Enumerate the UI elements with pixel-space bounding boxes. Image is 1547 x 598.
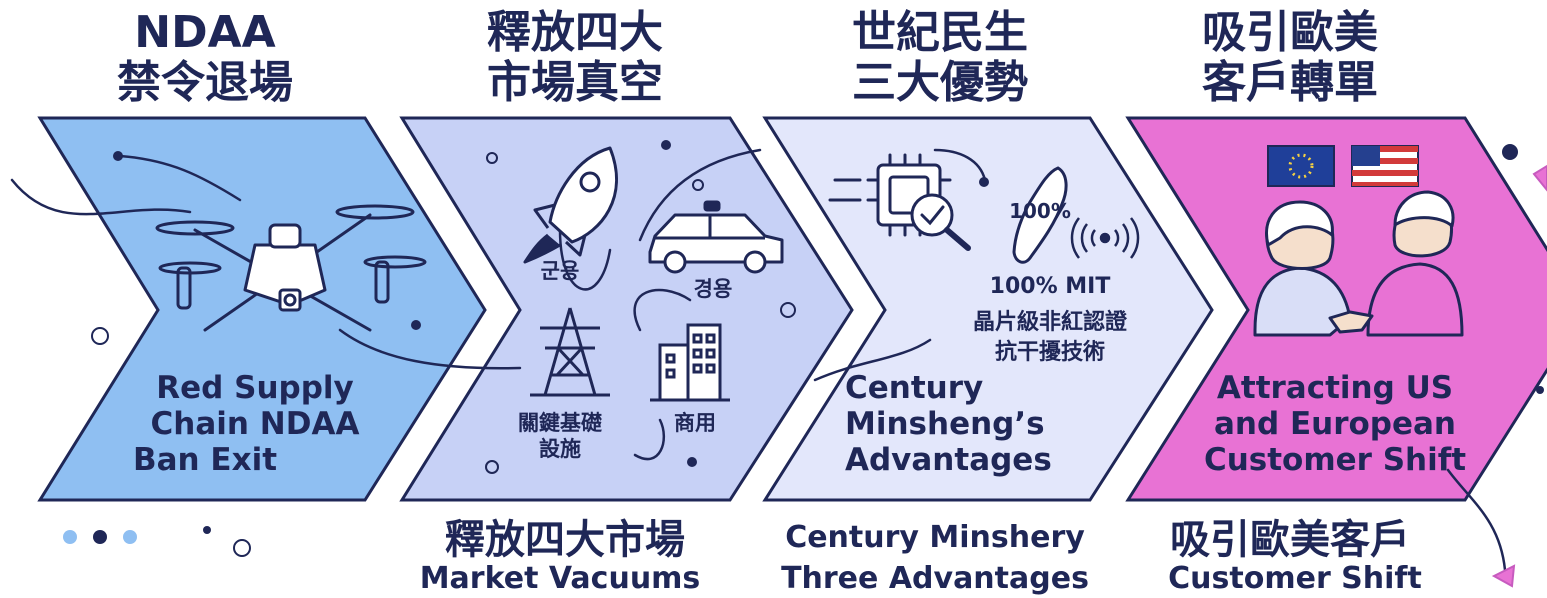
stage-4-title-line: 吸引歐美: [1202, 7, 1378, 58]
connector-line: [638, 148, 762, 242]
drone-icon: [155, 204, 427, 332]
stage-3-title-line: 世紀民生: [852, 7, 1028, 58]
dot: [411, 320, 421, 330]
map-label: 100%: [1009, 199, 1071, 223]
ring: [780, 302, 796, 318]
stage-1-body: Red Supply Chain NDAA Ban Exit: [115, 370, 395, 478]
dot: [979, 177, 989, 187]
stage-4-body-line: Attracting US: [1216, 370, 1454, 406]
connector-line: [338, 328, 522, 370]
connector-line: [633, 288, 692, 332]
stage-2-caption-en: Market Vacuums: [419, 561, 701, 596]
stage-4-body-line: Customer Shift: [1203, 442, 1467, 478]
ring: [486, 152, 498, 164]
dot: [1536, 386, 1544, 394]
stage-4-title-line: 客戶轉單: [1202, 57, 1378, 108]
tag-infrastructure-line: 關鍵基礎: [518, 411, 602, 435]
stage-4-caption-zh: 吸引歐美客戶: [1170, 517, 1410, 563]
dot: [687, 457, 697, 467]
eu-flag-icon: [1267, 145, 1335, 187]
dot: [63, 530, 77, 544]
stage-3-features: 100% MIT 晶片級非紅認證 抗干擾技術: [935, 272, 1165, 368]
connector-line: [813, 338, 932, 382]
chip-magnifier-icon: [828, 153, 971, 251]
stage-1-title: NDAA 禁令退場: [85, 8, 325, 108]
stage-3-body-line: Advantages: [845, 442, 1052, 478]
stage-3-body: Century Minsheng’s Advantages: [845, 370, 1055, 478]
connector-line: [933, 148, 987, 182]
connector-line: [10, 178, 192, 216]
stage-2-caption-zh: 釋放四大市場: [445, 517, 685, 563]
tag-infrastructure-line: 設施: [539, 437, 581, 461]
stage-3-caption-line1: Century Minshery: [785, 520, 1085, 555]
connector-line: [118, 154, 242, 202]
stage-1-body-line: Chain NDAA: [150, 406, 360, 442]
rocket-icon: [523, 146, 618, 264]
us-flag-icon: [1351, 145, 1419, 187]
stage-3-body-line: Century: [845, 370, 984, 406]
stage-3-title: 世紀民生 三大優勢: [820, 8, 1060, 108]
stage-3-body-line: Minsheng’s: [845, 406, 1045, 442]
tag-infrastructure: 關鍵基礎 設施: [500, 410, 620, 462]
connector-line: [1446, 468, 1507, 572]
ring: [692, 179, 704, 191]
stage-1-title-line: NDAA: [134, 7, 276, 58]
stage-2-title-line: 釋放四大: [487, 7, 663, 58]
connector-line: [558, 228, 612, 291]
stage-4-title: 吸引歐美 客戶轉單: [1170, 8, 1410, 108]
dot: [123, 530, 137, 544]
stage-1-title-line: 禁令退場: [117, 57, 293, 108]
handshake-icon: [1253, 190, 1464, 337]
tag-military: 군용: [540, 259, 580, 283]
feature-mit: 100% MIT: [989, 274, 1111, 299]
dot: [93, 530, 107, 544]
stage-4-body: Attracting US and European Customer Shif…: [1185, 370, 1485, 478]
stage-1-body-line: Red Supply: [156, 370, 354, 406]
connector-line: [633, 418, 665, 461]
tag-police: 경용: [693, 277, 733, 301]
dot: [113, 151, 123, 161]
arrow-head-icon: [1491, 564, 1516, 588]
triangle-icon: [1532, 164, 1547, 192]
ring: [485, 460, 499, 474]
feature-anti-jam: 抗干擾技術: [994, 340, 1105, 365]
police-car-icon: [648, 200, 784, 274]
dot: [1502, 144, 1518, 160]
stage-1-body-line: Ban Exit: [133, 442, 278, 478]
dot: [203, 526, 211, 534]
feature-chip-cert: 晶片級非紅認證: [972, 310, 1127, 335]
ring: [233, 539, 251, 557]
stage-4-body-line: and European: [1213, 406, 1456, 442]
signal-icon: [1070, 217, 1140, 259]
ring: [91, 327, 109, 345]
tag-commercial: 商用: [674, 411, 716, 435]
power-tower-icon: [530, 307, 610, 397]
stage-1-chevron: [37, 116, 487, 502]
stage-2-title: 釋放四大 市場真空: [455, 8, 695, 108]
dot: [661, 140, 671, 150]
stage-2-title-line: 市場真空: [487, 57, 663, 108]
taiwan-map-icon: [1012, 166, 1068, 264]
stage-3-title-line: 三大優勢: [852, 57, 1028, 108]
stage-4-caption-en: Customer Shift: [1168, 561, 1422, 596]
stage-3-caption-line2: Three Advantages: [781, 561, 1089, 596]
building-icon: [650, 323, 730, 402]
